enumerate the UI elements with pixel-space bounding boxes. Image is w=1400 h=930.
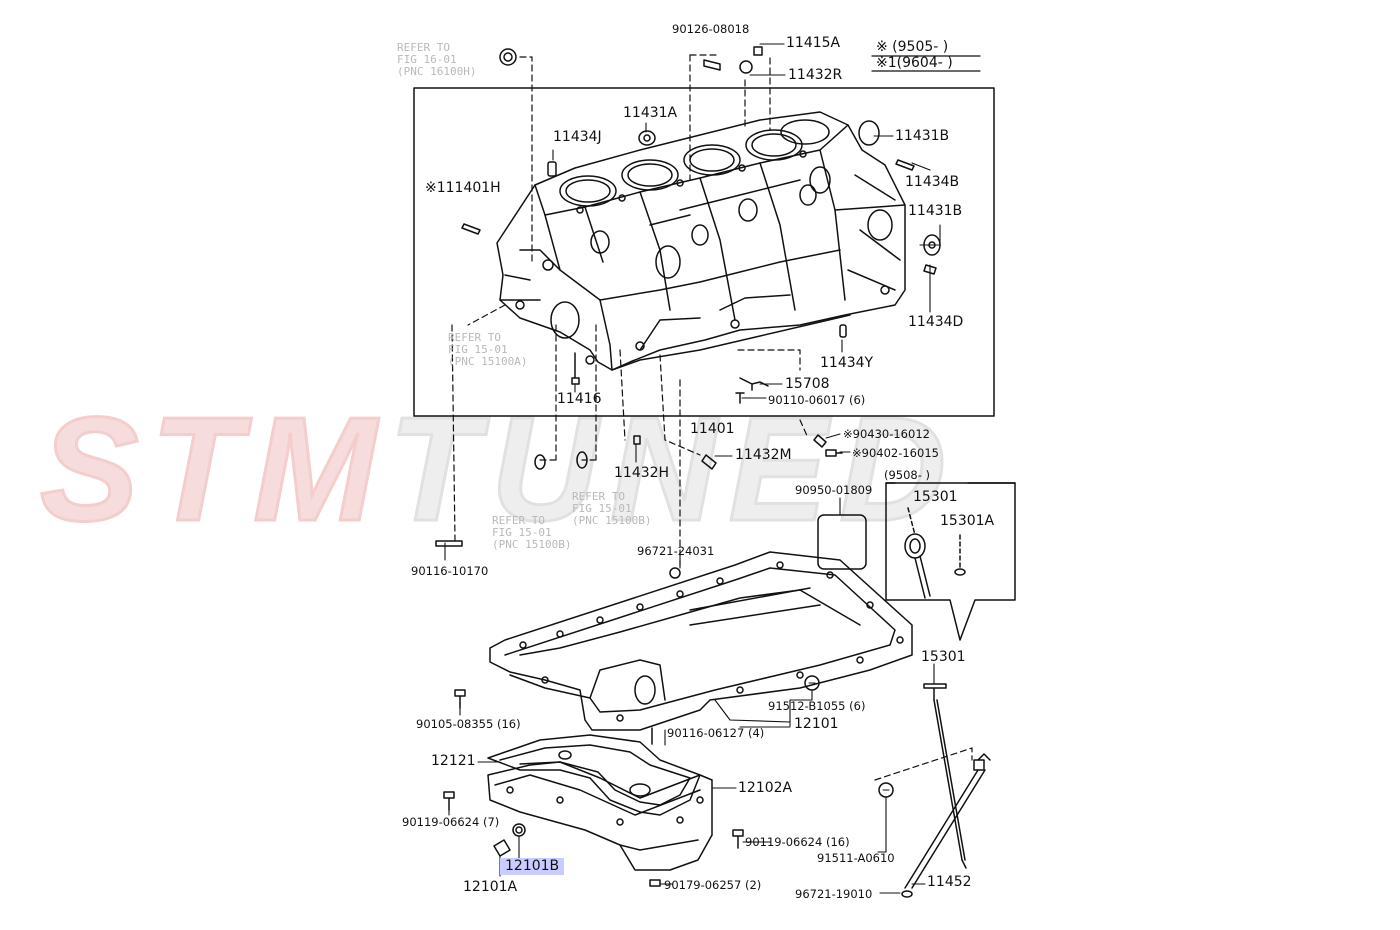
- part-12121[interactable]: 12121: [431, 753, 476, 769]
- part-15301[interactable]: 15301: [921, 649, 966, 665]
- part-90116-06127[interactable]: 90116-06127 (4): [667, 726, 765, 740]
- watermark-tuned: TUNED: [387, 387, 959, 552]
- part-11401[interactable]: 11401: [690, 421, 735, 437]
- part-11432m[interactable]: 11432M: [735, 447, 792, 463]
- part-90116-10170[interactable]: 90116-10170: [411, 564, 489, 578]
- part-11431b-top[interactable]: 11431B: [895, 128, 950, 144]
- oil-pan-lower-drawing: [488, 762, 712, 870]
- solid-leaders: [445, 44, 940, 893]
- oil-pan-baffle-drawing: [488, 735, 700, 815]
- inset-label: (9508- ): [884, 468, 931, 482]
- dashed-leaders: [452, 55, 972, 780]
- cylinder-block-frame: [414, 88, 994, 416]
- part-15301a[interactable]: 15301A: [940, 513, 995, 529]
- inset-box: [886, 483, 1015, 640]
- legend-box: [872, 56, 980, 71]
- part-15708[interactable]: 15708: [785, 376, 830, 392]
- part-91511-a0610[interactable]: 91511-A0610: [817, 851, 895, 865]
- part-12101[interactable]: 12101: [794, 716, 839, 732]
- part-11401h[interactable]: ※111401H: [425, 180, 501, 196]
- legend-line-2: ※1(9604- ): [876, 55, 953, 71]
- part-90402-16015[interactable]: ※90402-16015: [852, 446, 939, 460]
- part-90119-06624-right[interactable]: 90119-06624 (16): [745, 835, 850, 849]
- part-12101a[interactable]: 12101A: [463, 879, 518, 895]
- part-11434j[interactable]: 11434J: [553, 129, 602, 145]
- plug-drawing: [818, 515, 866, 569]
- part-11432r[interactable]: 11432R: [788, 67, 843, 83]
- part-96721-24031[interactable]: 96721-24031: [637, 544, 715, 558]
- part-90110-06017[interactable]: 90110-06017 (6): [768, 393, 866, 407]
- part-90179-06257[interactable]: 90179-06257 (2): [664, 878, 762, 892]
- ref-fig-15-01-b-left: REFER TO FIG 15-01 (PNC 15100B): [492, 514, 572, 551]
- part-11434d[interactable]: 11434D: [908, 314, 964, 330]
- part-11432h[interactable]: 11432H: [614, 465, 670, 481]
- part-11434y[interactable]: 11434Y: [820, 355, 874, 371]
- part-11452[interactable]: 11452: [927, 874, 972, 890]
- ref-fig-15-01-a: REFER TO FIG 15-01 (PNC 15100A): [448, 331, 528, 368]
- part-15301-inset[interactable]: 15301: [913, 489, 958, 505]
- part-90126-08018[interactable]: 90126-08018: [672, 22, 750, 36]
- ref-fig-15-01-b-right: REFER TO FIG 15-01 (PNC 15100B): [572, 490, 652, 527]
- part-90105-08355[interactable]: 90105-08355 (16): [416, 717, 521, 731]
- watermark-stm: STM: [38, 387, 389, 552]
- oil-pan-upper-drawing: [490, 552, 912, 730]
- part-12101b-highlighted[interactable]: 12101B: [500, 858, 565, 875]
- dipstick-drawing: [905, 684, 990, 888]
- part-90119-06624-left[interactable]: 90119-06624 (7): [402, 815, 500, 829]
- cylinder-block-drawing: [497, 112, 905, 370]
- part-11431b-mid[interactable]: 11431B: [908, 203, 963, 219]
- part-11416[interactable]: 11416: [557, 391, 602, 407]
- legend-line-1: ※ (9505- ): [876, 39, 949, 55]
- part-11434b[interactable]: 11434B: [905, 174, 960, 190]
- part-91512-b1055[interactable]: 91512-B1055 (6): [768, 699, 866, 713]
- block-small-parts: [436, 47, 940, 546]
- part-90950-01809[interactable]: 90950-01809: [795, 483, 873, 497]
- part-11415a[interactable]: 11415A: [786, 35, 841, 51]
- ref-fig-16-01: REFER TO FIG 16-01 (PNC 16100H): [397, 41, 477, 78]
- part-90430-16012[interactable]: ※90430-16012: [843, 427, 930, 441]
- part-96721-19010[interactable]: 96721-19010: [795, 887, 873, 901]
- part-11431a[interactable]: 11431A: [623, 105, 678, 121]
- part-12102a[interactable]: 12102A: [738, 780, 793, 796]
- watermark-logo: STMTUNED: [38, 393, 1370, 546]
